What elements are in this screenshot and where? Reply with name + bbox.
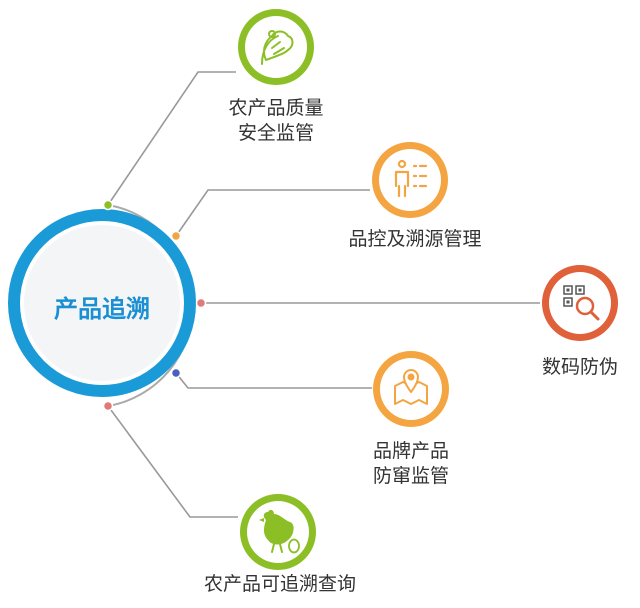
connector-dot-5	[102, 400, 114, 412]
node-label-line: 安全监管	[237, 122, 314, 144]
node-label-agri-query: 农产品可追溯查询	[180, 572, 380, 597]
connector-dot-4	[170, 367, 182, 379]
node-quality-trace	[372, 142, 448, 218]
map-pin-icon	[394, 369, 428, 405]
node-anti-fake	[542, 265, 618, 341]
person-list-icon	[394, 159, 428, 198]
connector-line-1	[107, 71, 236, 206]
node-label-line: 农产品可追溯查询	[203, 573, 356, 595]
connector-dot-1	[102, 199, 114, 211]
node-label-anti-fake: 数码防伪	[525, 355, 635, 380]
connector-dot-2	[170, 230, 182, 242]
connector-line-4	[175, 372, 372, 389]
node-label-agri-safety: 农产品质量 安全监管	[206, 96, 346, 146]
connector-dot-3	[195, 297, 207, 309]
node-agri-safety	[238, 9, 314, 85]
node-brand-supervise	[373, 351, 449, 427]
node-label-line: 品牌产品	[372, 440, 449, 462]
center-title: 产品追溯	[54, 295, 150, 323]
center-fill	[24, 225, 180, 381]
node-label-quality-trace: 品控及溯源管理	[330, 227, 500, 252]
node-label-brand-supervise: 品牌产品 防窜监管	[346, 439, 476, 489]
qr-search-icon	[563, 285, 600, 321]
connector-line-2	[175, 189, 370, 237]
vegetable-icon	[261, 30, 294, 65]
node-label-line: 防窜监管	[372, 465, 449, 487]
chicken-egg-icon	[259, 509, 300, 554]
node-label-line: 品控及溯源管理	[348, 228, 482, 250]
connector-line-5	[107, 405, 238, 518]
node-agri-query	[240, 494, 316, 570]
node-label-line: 数码防伪	[541, 356, 618, 378]
node-label-line: 农产品质量	[228, 97, 324, 119]
